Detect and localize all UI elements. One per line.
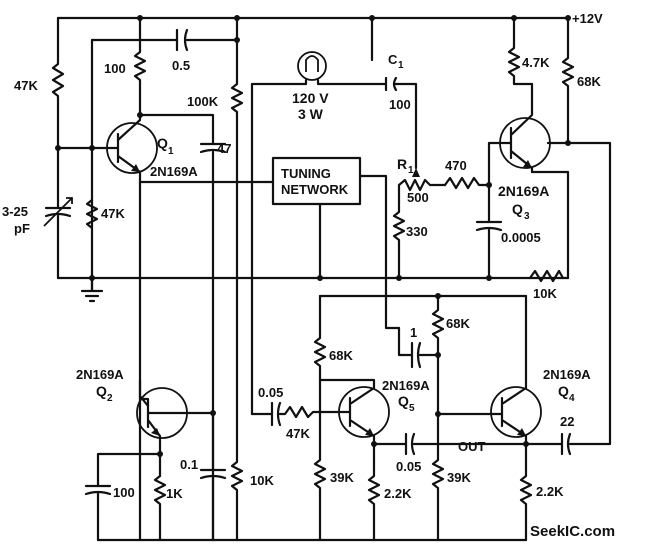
lamp (250, 51, 388, 416)
resistor-47k-q3 (507, 16, 534, 86)
r1-value: 500 (407, 190, 429, 205)
resistor-1k-q2 (153, 474, 167, 542)
q5-part: 2N169A (382, 378, 430, 393)
q1-name: Q (157, 135, 168, 151)
wire-right-feedback (566, 141, 612, 446)
trimmer-l2: pF (14, 221, 30, 236)
q2-sub: 2 (107, 393, 113, 404)
q1-part: 2N169A (150, 164, 198, 179)
r47k-left-label: 47K (14, 78, 38, 93)
transistor-q1 (56, 110, 158, 542)
tuning-l2: NETWORK (281, 182, 349, 197)
c1-value: 100 (389, 97, 411, 112)
trimmer-l1: 3-25 (2, 204, 28, 219)
transistor-q4 (436, 294, 542, 446)
c05-top-label: 0.5 (172, 58, 190, 73)
resistor-22k-q4 (519, 442, 533, 542)
r47k-base-label: 47K (101, 206, 125, 221)
cap-005-out (372, 432, 528, 456)
q3-sub: 3 (524, 211, 530, 222)
q4-sub: 4 (569, 393, 575, 404)
r39k-q5-label: 39K (330, 470, 354, 485)
supply-label: +12V (572, 11, 603, 26)
r68k-q4-label: 68K (446, 316, 470, 331)
r1-sub: 1 (408, 165, 414, 176)
r22k-q4-label: 2.2K (536, 484, 564, 499)
transistor-q5 (318, 378, 390, 462)
transistor-q2 (136, 378, 215, 478)
c0005-label: 0.0005 (501, 230, 541, 245)
q3-part: 2N169A (498, 183, 549, 199)
resistor-22k-q5 (367, 458, 381, 542)
resistor-68k-q5 (313, 294, 327, 414)
r1k-q2-label: 1K (166, 486, 183, 501)
ground-symbol (80, 289, 104, 303)
r330-label: 330 (406, 224, 428, 239)
cap-c1 (384, 76, 418, 170)
r47k-in-label: 47K (286, 426, 310, 441)
cap-47 (199, 142, 227, 154)
cap-1 (397, 326, 440, 369)
r68k-q5-label: 68K (329, 348, 353, 363)
r10k-q2-label: 10K (250, 473, 274, 488)
c005-out-label: 0.05 (396, 459, 421, 474)
c1-mid-label: 1 (410, 325, 417, 340)
c47-label: 47 (217, 141, 231, 156)
q5-name: Q (398, 393, 409, 409)
resistor-10k-fb (528, 170, 570, 283)
potentiometer-r1 (370, 16, 447, 280)
trimmer-capacitor (43, 146, 73, 280)
r39k-q4-label: 39K (447, 470, 471, 485)
resistor-47k-left (51, 16, 65, 150)
q3-name: Q (512, 201, 523, 217)
q4-name: Q (558, 383, 569, 399)
resistor-47k-base (85, 198, 99, 230)
r10k-fb-label: 10K (533, 286, 557, 301)
input-cap-resistor (250, 401, 322, 427)
resistor-100-q1 (133, 16, 147, 114)
c1-sub: 1 (398, 60, 404, 71)
r68k-q3-label: 68K (577, 74, 601, 89)
resistor-10k-q2 (230, 412, 244, 542)
transistor-q3 (487, 82, 551, 174)
r22k-q5-label: 2.2K (384, 486, 412, 501)
cap-22 (524, 432, 572, 456)
cap-0005 (475, 156, 503, 280)
c005-in-label: 0.05 (258, 385, 283, 400)
resistor-39k-q5 (313, 410, 327, 542)
out-label: OUT (458, 439, 486, 454)
r100-q1-label: 100 (104, 61, 126, 76)
q2-name: Q (96, 383, 107, 399)
c22-label: 22 (560, 414, 574, 429)
tuning-l1: TUNING (281, 166, 331, 181)
c1-name: C (388, 52, 398, 67)
resistor-470 (443, 176, 491, 190)
q1-sub: 1 (168, 146, 174, 157)
supply-rail (56, 15, 571, 21)
c01-label: 0.1 (180, 457, 198, 472)
watermark: SeekIC.com (530, 523, 615, 540)
resistor-68k-q4 (431, 294, 445, 416)
q4-part: 2N169A (543, 367, 591, 382)
cap-05 (175, 28, 189, 52)
cap-01 (199, 411, 227, 542)
resistor-68k-q3 (546, 16, 575, 145)
r470-label: 470 (445, 158, 467, 173)
resistor-100k (230, 16, 244, 416)
lamp-l2: 3 W (298, 106, 324, 122)
q2-part: 2N169A (76, 367, 124, 382)
lamp-l1: 120 V (292, 90, 329, 106)
resistor-39k-q4 (431, 412, 445, 542)
r47k-q3-label: 4.7K (522, 55, 550, 70)
cap-100-q2 (84, 452, 162, 542)
r100k-label: 100K (187, 94, 219, 109)
r1-name: R (397, 156, 407, 172)
tuning-network (138, 156, 401, 330)
c100-q2-label: 100 (113, 485, 135, 500)
q5-sub: 5 (409, 403, 415, 414)
